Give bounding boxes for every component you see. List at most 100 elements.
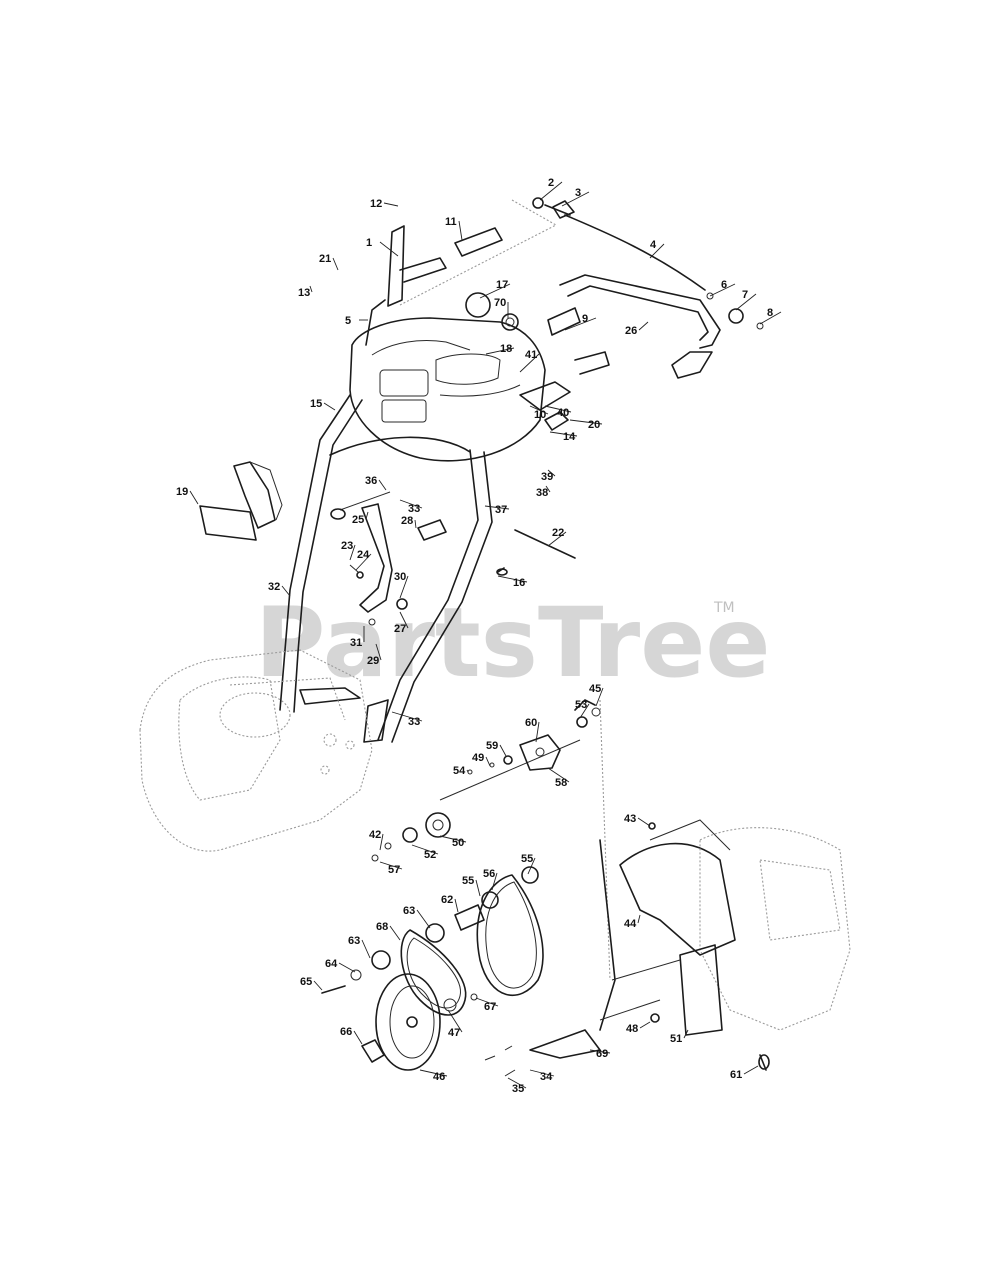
callout-27: 27 [394,623,406,635]
callout-29: 29 [367,655,379,667]
leader-line-2 [539,181,563,201]
leader-line-68 [389,925,401,941]
leader-line-44 [637,914,641,924]
leader-line-8 [759,311,782,325]
callout-5: 5 [345,315,351,327]
leader-line-26 [638,321,649,331]
leader-line-47 [447,1009,463,1033]
watermark-text: PartsTree [255,587,770,699]
leader-line-1 [379,241,399,257]
handle-assembly [349,225,610,462]
leader-line-9 [564,317,597,331]
callout-2: 2 [548,177,554,189]
callout-32: 32 [268,581,280,593]
shield [199,461,283,541]
leader-line-16 [497,575,528,583]
leader-line-46 [419,1069,448,1077]
callout-3: 3 [575,187,581,199]
callout-30: 30 [394,571,406,583]
leader-line-51 [683,1029,689,1039]
callout-25: 25 [352,514,364,526]
callout-26: 26 [625,325,637,337]
leader-line-25 [365,511,369,520]
leader-line-64 [338,962,356,973]
leader-line-17 [479,283,511,299]
callout-64: 64 [325,958,338,970]
part-callouts: 1234567891011121314151617181920212223242… [176,177,782,1095]
callout-13: 13 [298,287,310,299]
leader-line-19 [189,490,199,505]
callout-51: 51 [670,1033,682,1045]
callout-55: 55 [462,875,474,887]
callout-38: 38 [536,487,548,499]
leader-line-42 [379,833,384,851]
callout-4: 4 [650,239,657,251]
callout-60: 60 [525,717,537,729]
callout-15: 15 [310,398,322,410]
callout-66: 66 [340,1026,352,1038]
callout-1: 1 [366,237,372,249]
leader-line-41 [519,353,540,373]
callout-7: 7 [742,289,748,301]
leader-line-50 [439,835,467,843]
leader-line-28 [414,519,417,529]
leader-line-43 [637,817,651,827]
callout-45: 45 [589,683,601,695]
leader-line-54 [466,769,469,773]
callout-48: 48 [626,1023,638,1035]
leader-line-52 [411,844,439,855]
callout-57: 57 [388,864,400,876]
callout-28: 28 [401,515,413,527]
leader-line-36 [378,479,387,491]
leader-line-57 [379,861,403,870]
leader-line-6 [709,283,736,297]
leader-line-63 [361,939,371,959]
callout-41: 41 [525,349,537,361]
callout-33: 33 [408,716,420,728]
callout-10: 10 [534,409,546,421]
callout-44: 44 [624,918,637,930]
leader-line-69 [589,1049,611,1054]
cable-22 [514,529,576,559]
callout-42: 42 [369,829,381,841]
leader-line-27 [399,611,409,629]
callout-49: 49 [472,752,484,764]
callout-59: 59 [486,740,498,752]
callout-56: 56 [483,868,495,880]
callout-33: 33 [408,503,420,515]
leader-line-32 [281,585,291,597]
leader-line-29 [375,643,382,661]
callout-67: 67 [484,1001,496,1013]
callout-12: 12 [370,198,382,210]
leader-line-55 [527,857,536,875]
callout-63: 63 [403,905,415,917]
lower-handle-frame [279,394,493,743]
callout-16: 16 [513,577,525,589]
callout-69: 69 [596,1048,608,1060]
leader-line-24 [355,553,372,571]
leader-line-49 [485,756,491,767]
leader-line-4 [649,243,665,259]
drive-pulleys [321,699,601,1077]
leader-line-48 [639,1021,651,1029]
callout-62: 62 [441,894,453,906]
callout-61: 61 [730,1069,742,1081]
callout-8: 8 [767,307,773,319]
callout-14: 14 [563,431,576,443]
callout-31: 31 [350,637,362,649]
leader-line-18 [485,347,515,355]
leader-line-13 [309,285,313,293]
leader-line-62 [454,898,459,913]
leader-line-45 [595,687,604,707]
callout-53: 53 [575,699,587,711]
leader-line-59 [499,744,507,757]
leader-line-39 [547,469,556,477]
callout-54: 54 [453,765,466,777]
leader-line-11 [458,220,463,241]
leader-line-53 [579,703,590,719]
callout-22: 22 [552,527,564,539]
callout-52: 52 [424,849,436,861]
leader-line-56 [491,872,498,891]
leader-line-12 [383,202,399,207]
